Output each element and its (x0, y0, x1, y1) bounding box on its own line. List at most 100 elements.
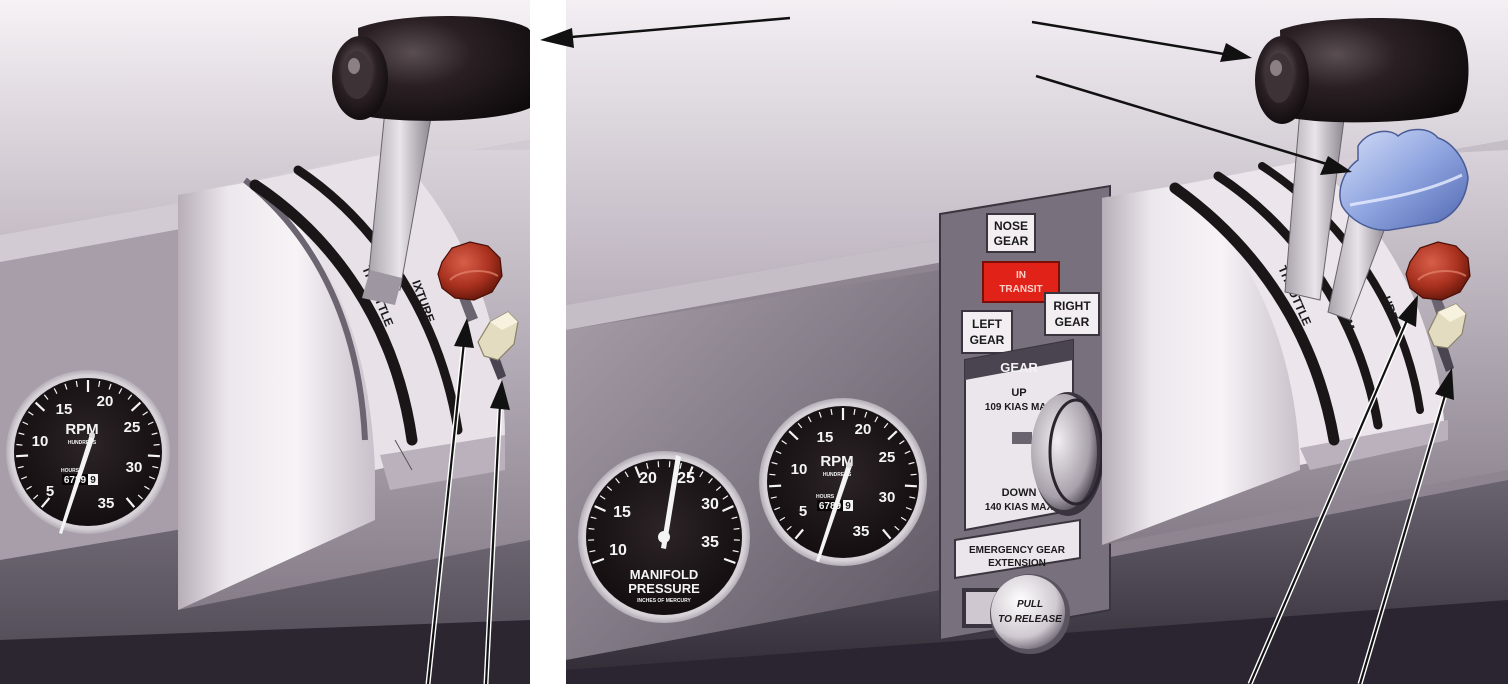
gauge-tick (634, 466, 642, 479)
gauge-tick (27, 411, 34, 416)
gear-up-line2: 109 KIAS MAX (985, 402, 1054, 413)
left-tach-hours-label: HOURS (61, 468, 80, 474)
arrow-left-throttle (559, 16, 791, 40)
gauge-tick (774, 506, 781, 511)
right-throttle-knob[interactable] (1280, 18, 1469, 123)
pull-line1: PULL (1017, 599, 1043, 610)
gauge-tick (797, 422, 803, 429)
gear-control-panel: NOSE GEAR IN TRANSIT LEFT GEAR RIGHT GEA… (939, 184, 1111, 654)
left-tach-sub: HUNDREDS (68, 440, 97, 446)
gauge-tick (118, 388, 123, 394)
left-tach-hours-tenth: 9 (90, 475, 96, 486)
gauge-tick (708, 478, 713, 484)
nose-gear-light: NOSE GEAR (986, 213, 1036, 253)
arrow-propeller (1035, 74, 1331, 167)
gauge-tick (53, 388, 58, 394)
gauge-tick (732, 550, 739, 553)
emergency-line2: EXTENSION (988, 558, 1046, 569)
gauge-tick (148, 476, 156, 480)
arrow-left-cream-knob (484, 403, 502, 684)
left-tach-scale-15: 15 (56, 401, 73, 418)
gauge-tick (769, 473, 776, 476)
gear-handle[interactable] (1031, 392, 1104, 516)
gauge-tick (771, 461, 778, 465)
gauge-tick (589, 550, 596, 553)
right-tach-title: RPM (820, 453, 853, 470)
manifold-needle (661, 455, 681, 549)
left-cream-knob[interactable] (477, 311, 519, 380)
gear-down-line2: 140 KIAS MAX (985, 502, 1054, 513)
right-tach-scale-35: 35 (853, 523, 870, 540)
nose-gear-line1: NOSE (994, 219, 1028, 233)
right-tachometer: 5 10 15 20 25 30 35 RPM HUNDREDS HOURS 6… (759, 398, 927, 566)
emergency-line1: EMERGENCY GEAR (969, 545, 1066, 556)
emergency-gear-placard: EMERGENCY GEAR EXTENSION (954, 518, 1081, 580)
left-gear-line2: GEAR (970, 333, 1005, 347)
gauge-tick (818, 411, 822, 418)
gauge-tick (899, 440, 905, 445)
gauge-tick (781, 440, 787, 445)
nose-gear-line2: GEAR (994, 234, 1029, 248)
gauge-tick (786, 525, 792, 531)
gauge-tick (592, 557, 605, 565)
right-panel: NOSE GEAR IN TRANSIT LEFT GEAR RIGHT GEA… (566, 0, 1508, 684)
gauge-tick (900, 516, 907, 522)
right-tach-scale-15: 15 (817, 429, 834, 446)
gauge-tick (594, 505, 606, 513)
left-tachometer: 5 10 15 20 25 30 35 RPM HUNDREDS HOURS 6… (6, 370, 170, 534)
gear-down-line1: DOWN (1002, 487, 1037, 499)
right-tach-scale-25: 25 (879, 449, 896, 466)
right-tach-ticks (769, 408, 917, 540)
manifold-scale-35: 35 (701, 534, 719, 551)
left-throttle-lever[interactable] (332, 16, 542, 305)
gauge-tick (98, 380, 101, 388)
gauge-tick (775, 450, 782, 455)
gauge-tick (779, 516, 786, 522)
gauge-tick (874, 416, 879, 423)
gauge-tick (894, 525, 900, 531)
left-throttle-knob[interactable] (358, 16, 542, 121)
left-gear-line1: LEFT (972, 317, 1003, 331)
right-cream-knob[interactable] (1427, 303, 1467, 372)
gauge-tick (108, 383, 112, 390)
manifold-sub: INCHES OF MERCURY (637, 598, 691, 604)
right-tach-scale-5: 5 (799, 503, 807, 520)
gauge-tick (731, 516, 738, 520)
left-tach-scale-35: 35 (98, 495, 115, 512)
manifold-ticks (588, 461, 740, 565)
gauge-tick (34, 401, 46, 412)
gauge-tick (830, 408, 833, 416)
gauge-tick (788, 430, 799, 441)
gauge-tick (722, 495, 729, 500)
gauge-tick (147, 454, 160, 458)
left-tach-scale-20: 20 (97, 393, 114, 410)
gauge-tick (864, 411, 868, 418)
left-red-knob[interactable] (437, 241, 503, 322)
right-tach-scale-20: 20 (855, 421, 872, 438)
right-gear-light: RIGHT GEAR (1044, 292, 1100, 336)
gauge-tick (599, 495, 606, 500)
gear-placard-title: GEAR (1000, 360, 1038, 375)
in-transit-line1: IN (1016, 270, 1026, 281)
emergency-pull-knob[interactable]: PULL TO RELEASE (962, 574, 1070, 654)
gauge-tick (910, 473, 917, 476)
gauge-tick (22, 421, 29, 426)
left-tach-scale-5: 5 (46, 483, 54, 500)
right-red-knob[interactable] (1405, 241, 1471, 325)
in-transit-line2: TRANSIT (999, 284, 1042, 295)
right-throttle-slot (1169, 182, 1340, 446)
gauge-tick (125, 497, 136, 508)
gauge-tick (905, 506, 912, 511)
gauge-tick (151, 432, 158, 436)
gauge-tick (733, 527, 740, 530)
right-tach-scale-10: 10 (791, 461, 808, 478)
manifold-pressure-gauge: 10 15 20 25 30 35 MANIFOLD PRESSURE INCH… (578, 451, 750, 623)
arrow-right-cream-knob (1358, 391, 1448, 684)
right-gear-line2: GEAR (1055, 315, 1090, 329)
manifold-scale-15: 15 (613, 504, 631, 521)
left-tach-ticks (16, 380, 160, 508)
gauge-tick (794, 528, 804, 540)
manifold-scale-30: 30 (701, 496, 719, 513)
right-propeller-knob[interactable] (1327, 128, 1469, 321)
